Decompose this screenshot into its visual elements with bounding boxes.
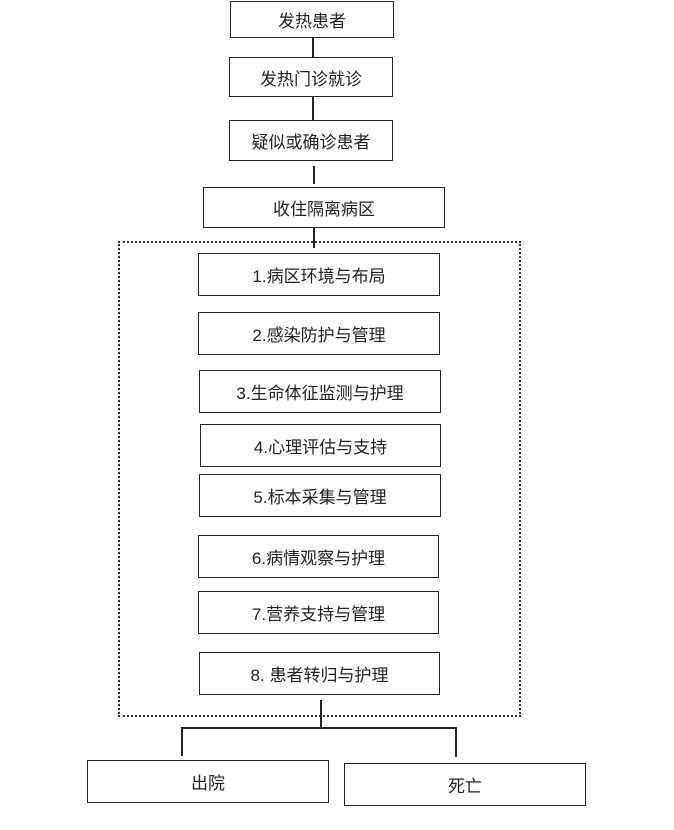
ward-step: 4.心理评估与支持	[200, 424, 441, 467]
node-label: 1.病区环境与布局	[252, 267, 386, 286]
ward-step: 8. 患者转归与护理	[199, 652, 440, 695]
node-label: 3.生命体征监测与护理	[236, 384, 404, 403]
node-fever-patient: 发热患者	[230, 1, 394, 38]
node-label: 发热门诊就诊	[260, 69, 362, 89]
node-label: 6.病情观察与护理	[251, 549, 386, 568]
node-death: 死亡	[344, 763, 586, 806]
node-label: 5.标本采集与管理	[253, 488, 387, 507]
node-label: 4.心理评估与支持	[253, 438, 388, 457]
connector	[181, 727, 183, 756]
connector	[312, 97, 314, 120]
node-suspected-confirmed: 疑似或确诊患者	[229, 120, 393, 161]
node-isolation-ward: 收住隔离病区	[203, 187, 445, 228]
ward-step: 5.标本采集与管理	[199, 474, 441, 517]
connector	[313, 166, 315, 184]
ward-step: 7.营养支持与管理	[198, 591, 439, 634]
node-label: 2.感染防护与管理	[252, 326, 386, 345]
ward-step: 2.感染防护与管理	[198, 312, 440, 355]
node-label: 疑似或确诊患者	[251, 133, 371, 152]
ward-step: 6.病情观察与护理	[198, 535, 439, 578]
node-label: 出院	[191, 774, 225, 793]
node-label: 8. 患者转归与护理	[250, 666, 389, 685]
connector	[320, 700, 322, 728]
ward-step: 1.病区环境与布局	[198, 253, 440, 296]
connector-branch	[181, 727, 457, 729]
connector	[313, 228, 315, 248]
connector	[312, 38, 314, 57]
node-label: 收住隔离病区	[273, 200, 375, 219]
node-fever-clinic: 发热门诊就诊	[229, 57, 393, 97]
node-label: 死亡	[448, 777, 482, 796]
node-label: 7.营养支持与管理	[251, 605, 386, 624]
node-label: 发热患者	[278, 12, 346, 31]
ward-step: 3.生命体征监测与护理	[199, 370, 441, 413]
connector	[455, 727, 457, 757]
node-discharge: 出院	[87, 760, 329, 803]
ward-care-group	[118, 241, 521, 717]
